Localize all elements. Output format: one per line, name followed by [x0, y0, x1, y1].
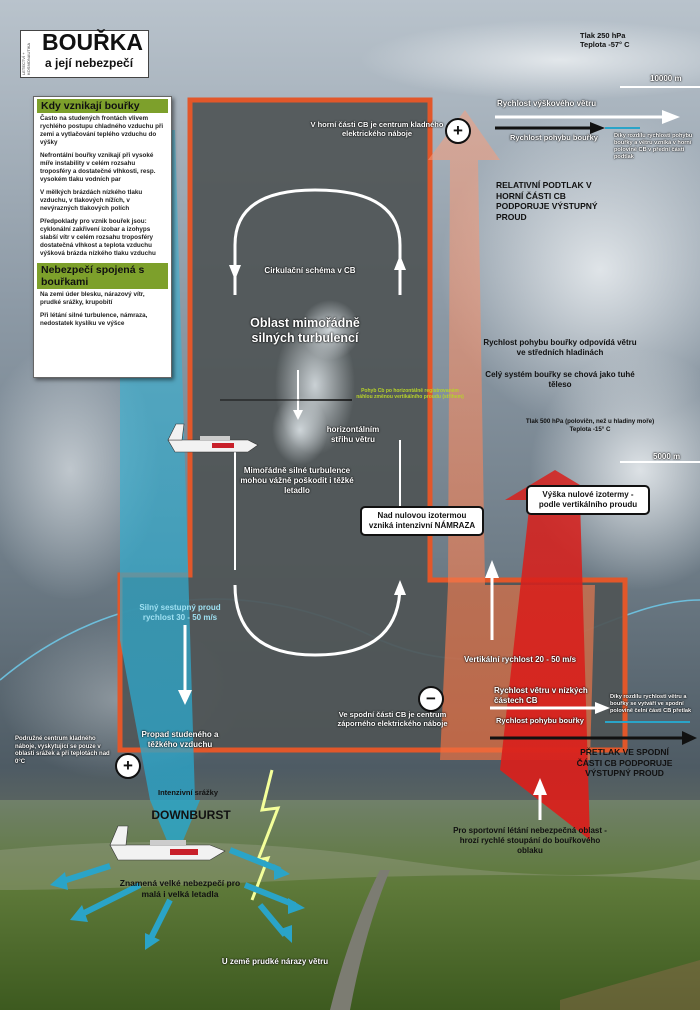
temperature-minus57: Teplota -57° C [580, 40, 630, 49]
vertical-speed-label: Vertikální rychlost 20 - 50 m/s [463, 655, 577, 664]
plus-charge-secondary-icon: + [115, 753, 141, 779]
diff-low-note: Díky rozdílu rychlosti větru a bouřky se… [610, 694, 692, 714]
downburst-label: DOWNBURST [151, 808, 231, 822]
panel-text-4: Předpoklady pro vznik bouřek jsou: cyklo… [40, 218, 156, 257]
panel-text-6: Při létání silné turbulence, námraza, ne… [40, 312, 148, 327]
title-box [20, 30, 149, 78]
page-subtitle: a její nebezpečí [45, 56, 134, 70]
turbulence-area-label: Oblast mimořádně silných turbulencí [250, 316, 360, 345]
gliding-danger-label: Pro sportovní létání nebezpečná oblast -… [453, 826, 607, 855]
shear-note: Pohyb Cb po horizontálně registrovaném n… [356, 388, 464, 400]
precip-label: Intenzivní srážky [157, 788, 219, 797]
panel-text-2: Nefrontální bouřky vznikají při vysoké m… [40, 152, 156, 183]
page-title: BOUŘKA [42, 29, 143, 55]
storm-motion-high-label: Rychlost pohybu bouřky [510, 133, 598, 142]
info-panel: Kdy vznikají bouřky Často na studených f… [33, 96, 172, 378]
altitude-10000: 10000 m [650, 74, 682, 83]
rigid-body-label: Celý systém bouřky se chová jako tuhé tě… [485, 370, 635, 389]
storm-motion-low-label: Rychlost pohybu bouřky [496, 716, 584, 725]
cold-drop-label: Propad studeného a těžkého vzduchu [141, 730, 219, 749]
downdraft-label: Silný sestupný proud rychlost 30 - 50 m/… [139, 603, 221, 622]
altitude-5000: 5000 m [653, 452, 681, 461]
pressure-250: Tlak 250 hPa [580, 31, 626, 40]
wind-low-label: Rychlost větru v nízkých částech CB [494, 686, 588, 705]
horizontal-shear-label: horizontálním střihu větru [326, 425, 380, 444]
vertical-label: LETECTVÍ + KOSMONAUTIKA [21, 31, 30, 75]
panel-text-5: Na zemi úder blesku, nárazový vítr, prud… [40, 291, 145, 306]
pressure-500-label: Tlak 500 hPa (polovičn, než u hladiny mo… [525, 418, 655, 433]
airplane-icon [167, 423, 259, 453]
danger-aircraft-label: Znamená velké nebezpečí pro malá i velká… [119, 878, 241, 899]
circulation-label: Cirkulační schéma v CB [264, 266, 356, 275]
storm-speed-mid-label: Rychlost pohybu bouřky odpovídá větru ve… [483, 338, 637, 357]
negative-bottom-label: Ve spodní části CB je centrum záporného … [337, 710, 448, 728]
panel-text-3: V mělkých brázdách nízkého tlaku vzduchu… [40, 189, 143, 212]
top-pressure: Tlak 250 hPa Teplota -57° C [580, 31, 630, 49]
severe-turbulence-label: Mimořádně silné turbulence mohou vážně p… [240, 466, 354, 495]
positive-top-label: V horní části CB je centrum kladného ele… [310, 120, 444, 138]
relative-low-label: RELATIVNÍ PODTLAK V HORNÍ ČÁSTI CB PODPO… [496, 180, 598, 222]
panel-heading-dangers: Nebezpečí spojená s bouřkami [37, 263, 168, 289]
wind-high-label: Rychlost výškového větru [497, 99, 597, 108]
plus-charge-icon: + [445, 118, 471, 144]
overpressure-label: PŘETLAK VE SPODNÍ ČÁSTI CB PODPORUJE VÝS… [576, 747, 673, 778]
ground-gusts-label: U země prudké nárazy větru [221, 957, 329, 966]
zero-isotherm-callout: Výška nulové izotermy - podle vertikální… [526, 485, 650, 515]
panel-text-1: Často na studených frontách vlivem rychl… [40, 115, 164, 146]
minus-charge-icon: − [418, 686, 444, 712]
icing-callout: Nad nulovou izotermou vzniká intenzivní … [360, 506, 484, 536]
panel-heading-formation: Kdy vznikají bouřky [37, 99, 168, 113]
diff-high-note: Díky rozdílu rychlosti pohybu bouřky a v… [614, 133, 693, 160]
positive-bottom-label: Podružné centrum kladného náboje, vyskyt… [15, 736, 110, 765]
